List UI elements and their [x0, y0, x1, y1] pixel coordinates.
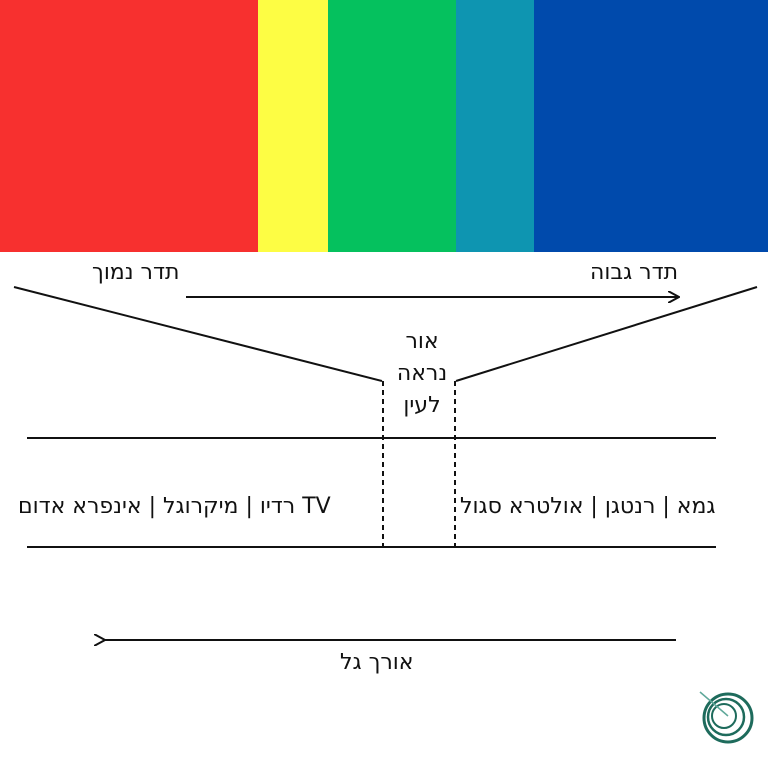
spectrum-band-teal [456, 0, 534, 252]
visible-light-line-2: נראה [396, 361, 448, 386]
spectrum-band-blue [534, 0, 768, 252]
funnel-line-left [13, 286, 383, 382]
visible-light-line-3: לעין [403, 393, 441, 418]
visible-light-line-1: אור [405, 329, 439, 354]
high-frequency-label: תדר גבוה [590, 260, 679, 285]
low-energy-waves-label: TV רדיו | מיקרוגל | אינפרא אדום [18, 494, 331, 519]
wavelength-label: אורך גל [340, 650, 414, 675]
spectrum-band-green [328, 0, 456, 252]
visible-light-label: אור נראה לעין [372, 326, 472, 422]
funnel-line-right [455, 286, 758, 382]
circular-swirl-logo [699, 691, 754, 744]
high-energy-waves-label: גמא | רנטגן | אולטרא סגול [460, 494, 716, 519]
spectrum-band-red [0, 0, 258, 252]
spectrum-band-yellow [258, 0, 328, 252]
low-frequency-label: תדר נמוך [92, 260, 180, 285]
